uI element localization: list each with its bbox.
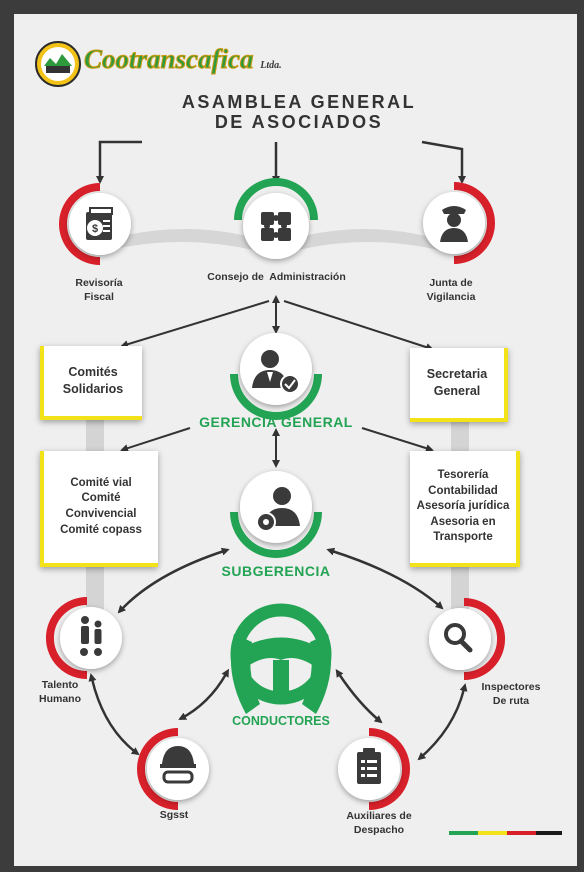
arrow-sub-talento <box>117 547 230 614</box>
node-inspectores <box>429 598 505 680</box>
box-tesoreria-line-1: Tesorería <box>437 469 489 482</box>
label-sgsst: Sgsst <box>159 809 189 821</box>
strip-green <box>449 831 478 835</box>
label-junta-2: Vigilancia <box>426 291 476 303</box>
brand-name: Cootranscafica Ltda. <box>84 44 282 75</box>
box-tesoreria-line-5: Transporte <box>433 531 493 544</box>
arrow-to-junta <box>421 140 466 184</box>
title-line-1: ASAMBLEA GENERAL <box>181 92 417 112</box>
label-talento-2: Humano <box>39 693 81 705</box>
box-comite-vial-line-2: Comité <box>81 492 121 505</box>
arrow-talento-sgsst <box>88 673 140 756</box>
connector-band <box>94 229 454 256</box>
arrow-inspectores-auxiliares <box>417 683 468 761</box>
magnifier-icon <box>444 623 473 653</box>
manager-gear-icon <box>256 487 300 532</box>
strip-black <box>536 831 562 835</box>
brand-name-text: Cootranscafica <box>84 44 255 75</box>
box-tesoreria-line-4: Asesoria en <box>430 515 496 528</box>
strip-red <box>507 831 536 835</box>
label-inspectores: Inspectores De ruta <box>464 680 558 708</box>
page-title: ASAMBLEA GENERAL DE ASOCIADOS <box>114 92 484 132</box>
brand-logo-icon <box>35 41 81 87</box>
title-line-2: DE ASOCIADOS <box>214 112 384 132</box>
safety-helmet-icon <box>160 746 196 784</box>
arrow-to-tesoreria <box>361 427 434 453</box>
fiscal-document-icon: $ <box>86 207 113 240</box>
steering-wheel-icon <box>230 603 332 714</box>
label-inspectores-2: De ruta <box>492 695 530 707</box>
arrow-to-secretaria <box>283 300 434 351</box>
label-junta-1: Junta de <box>429 277 473 289</box>
arrow-conductores-auxiliares <box>335 669 383 724</box>
org-chart-card: $ <box>14 14 577 866</box>
arrow-to-comites <box>120 300 270 349</box>
arrow-conductores-sgsst <box>178 668 229 721</box>
node-talento <box>46 597 122 679</box>
label-revisoria-2: Fiscal <box>84 291 114 303</box>
box-comite-vial-line-1: Comité vial <box>70 476 132 489</box>
org-chart-graphics: $ <box>35 41 562 835</box>
label-auxiliares: Auxiliares de Despacho <box>330 809 428 837</box>
box-comites-line-1: Comités <box>68 365 118 380</box>
box-tesoreria: Tesorería Contabilidad Asesoría jurídica… <box>410 451 520 567</box>
node-sgsst <box>137 728 209 810</box>
box-secretaria-line-2: General <box>433 384 481 398</box>
box-secretaria: Secretaria General <box>410 348 508 422</box>
label-junta: Junta de Vigilancia <box>406 276 496 304</box>
label-auxiliares-1: Auxiliares de <box>346 810 412 822</box>
arrow-to-comite-vial <box>120 427 191 452</box>
label-talento: Talento Humano <box>24 678 96 706</box>
box-tesoreria-line-2: Contabilidad <box>428 484 498 497</box>
clipboard-icon <box>357 748 381 784</box>
node-consejo <box>234 178 318 259</box>
label-revisoria-1: Revisoría <box>75 277 123 289</box>
box-tesoreria-line-3: Asesoría jurídica <box>416 500 510 513</box>
box-secretaria-line-1: Secretaria <box>426 367 488 382</box>
arrow-to-revisoria <box>96 140 142 184</box>
box-comite-vial: Comité vial Comité Convivencial Comité c… <box>40 451 158 567</box>
label-consejo: Consejo de Administración <box>207 271 346 283</box>
box-comite-vial-line-3: Convivencial <box>65 508 137 520</box>
label-revisoria: Revisoría Fiscal <box>54 276 144 304</box>
label-conductores: CONDUCTORES <box>232 714 330 728</box>
label-talento-1: Talento <box>41 679 79 691</box>
strip-yellow <box>478 831 507 835</box>
label-auxiliares-2: Despacho <box>353 824 405 836</box>
puzzle-icon <box>261 212 291 241</box>
box-comites-line-2: Solidarios <box>62 382 124 396</box>
box-comite-vial-line-4: Comité copass <box>60 523 142 536</box>
manager-check-icon <box>252 350 300 394</box>
label-inspectores-1: Inspectores <box>481 681 541 693</box>
label-gerencia: GERENCIA GENERAL <box>199 414 353 430</box>
box-comites: Comités Solidarios <box>40 346 142 420</box>
brand-suffix: Ltda. <box>260 60 282 71</box>
svg-text:$: $ <box>92 223 98 235</box>
guard-icon <box>440 206 468 242</box>
people-gears-icon <box>80 616 102 656</box>
label-subgerencia: SUBGERENCIA <box>221 563 331 579</box>
arrow-sub-inspectores <box>326 547 444 610</box>
